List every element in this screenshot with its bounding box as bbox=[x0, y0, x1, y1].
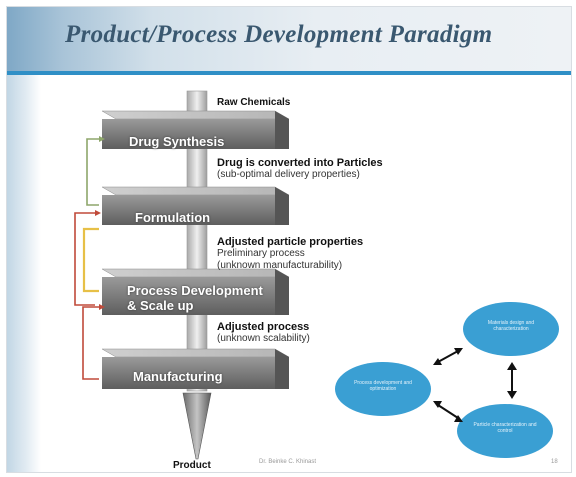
ellipse-label-particle-characterization: Particle characterization and control bbox=[473, 422, 537, 434]
stage-formulation bbox=[101, 186, 290, 225]
feedback-bracket-synthesis bbox=[86, 138, 99, 206]
footer-page-number: 18 bbox=[551, 459, 558, 465]
feedback-bracket-formulation bbox=[74, 212, 95, 306]
note-particle-properties-detail-2: (unknown manufacturability) bbox=[217, 260, 343, 271]
feedback-arrow-formulation bbox=[95, 210, 101, 216]
ellipse-label-process-development: Process development and optimization bbox=[354, 380, 412, 392]
double-arrow-right bbox=[507, 362, 517, 399]
output-label: Product bbox=[173, 460, 211, 471]
stage-label-scale-up: & Scale up bbox=[127, 298, 194, 313]
double-arrow-bottom-left bbox=[433, 401, 463, 422]
feedback-arrow-synthesis bbox=[99, 136, 105, 142]
process-shaft bbox=[186, 90, 208, 392]
note-particle-properties-detail-1: Preliminary process bbox=[217, 248, 305, 259]
process-diagram bbox=[74, 90, 559, 460]
stage-process-development bbox=[101, 268, 290, 315]
title-bar bbox=[7, 7, 571, 71]
note-adjusted-process-detail: (unknown scalability) bbox=[217, 333, 310, 344]
ellipse-process-development bbox=[335, 362, 431, 416]
stage-manufacturing bbox=[101, 348, 290, 389]
title-underline bbox=[7, 71, 571, 75]
stage-drug-synthesis bbox=[101, 110, 290, 149]
feedback-bracket-process bbox=[82, 227, 99, 293]
note-particles: Drug is converted into Particles (sub-op… bbox=[217, 157, 383, 181]
footer-author: Dr. Beinke C. Khinast bbox=[259, 459, 317, 465]
slide: Product/Process Development Paradigm bbox=[6, 6, 572, 473]
note-particle-properties-title: Adjusted particle properties bbox=[217, 236, 364, 248]
note-particles-title: Drug is converted into Particles bbox=[217, 157, 383, 169]
stage-label-manufacturing: Manufacturing bbox=[133, 369, 223, 384]
ellipse-particle-characterization bbox=[457, 404, 553, 458]
stage-label-formulation: Formulation bbox=[135, 210, 211, 225]
ellipse-label-materials-design: Materials design and characterization bbox=[487, 320, 535, 332]
input-label: Raw Chemicals bbox=[217, 97, 291, 108]
output-funnel bbox=[182, 392, 212, 460]
ellipse-materials-design bbox=[463, 302, 559, 356]
note-adjusted-process: Adjusted process (unknown scalability) bbox=[217, 321, 310, 345]
note-particles-detail: (sub-optimal delivery properties) bbox=[217, 169, 360, 180]
note-particle-properties: Adjusted particle properties Preliminary… bbox=[217, 236, 363, 272]
feedback-arrow-manufacturing bbox=[99, 304, 105, 310]
feedback-bracket-manufacturing bbox=[82, 306, 99, 380]
left-decoration bbox=[7, 75, 41, 472]
double-arrow-top-left bbox=[433, 348, 463, 365]
stage-label-drug-synthesis: Drug Synthesis bbox=[129, 134, 225, 149]
slide-title: Product/Process Development Paradigm bbox=[65, 21, 493, 48]
stage-label-process-development: Process Development bbox=[127, 283, 263, 298]
note-adjusted-process-title: Adjusted process bbox=[217, 321, 310, 333]
